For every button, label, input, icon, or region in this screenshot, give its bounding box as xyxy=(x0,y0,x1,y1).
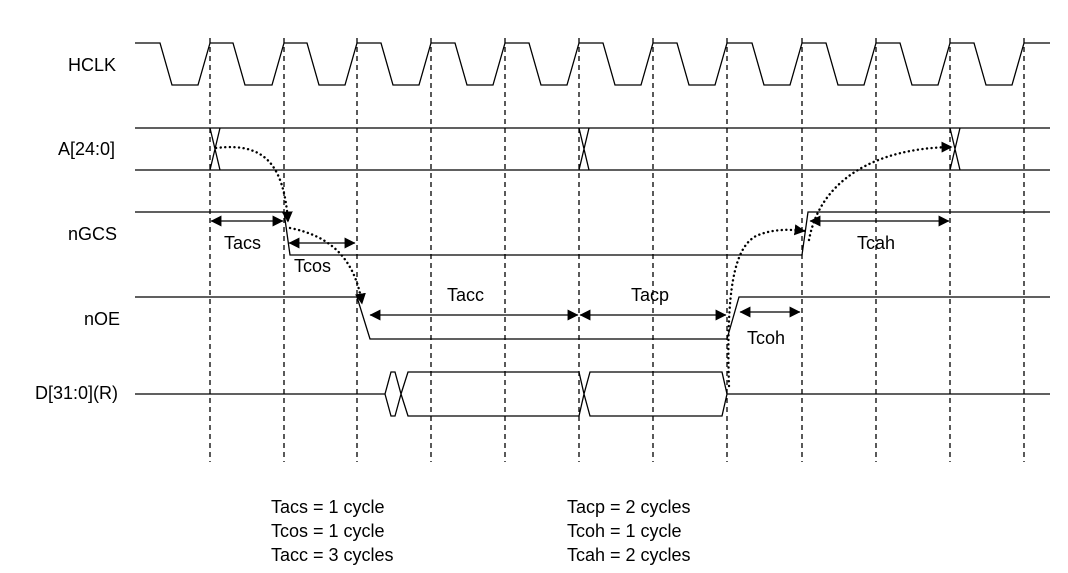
hclk-label: HCLK xyxy=(68,55,116,75)
noe-waveform xyxy=(135,296,1050,340)
ngcs-label: nGCS xyxy=(68,224,117,244)
legend-right-line: Tacp = 2 cycles xyxy=(567,497,691,517)
legend-right-line: Tcoh = 1 cycle xyxy=(567,521,682,541)
timing-arrows xyxy=(210,215,950,321)
dependency-curves xyxy=(214,141,954,388)
legend-left-line: Tacc = 3 cycles xyxy=(271,545,394,565)
tacc-label: Tacc xyxy=(447,285,484,305)
data-label: D[31:0](R) xyxy=(35,383,118,403)
cycle-gridlines xyxy=(209,38,1025,462)
ngcs-waveform xyxy=(135,211,1050,256)
tcah-label: Tcah xyxy=(857,233,895,253)
address-label: A[24:0] xyxy=(58,139,115,159)
legend-left-line: Tcos = 1 cycle xyxy=(271,521,385,541)
tcos-label: Tcos xyxy=(294,256,331,276)
tacs-label: Tacs xyxy=(224,233,261,253)
hclk-waveform xyxy=(135,42,1050,86)
legend-right-line: Tcah = 2 cycles xyxy=(567,545,691,565)
data-bus-waveform xyxy=(135,371,1050,417)
legend-left-line: Tacs = 1 cycle xyxy=(271,497,385,517)
address-bus-waveform xyxy=(135,127,1050,171)
tacp-label: Tacp xyxy=(631,285,669,305)
tcoh-label: Tcoh xyxy=(747,328,785,348)
noe-label: nOE xyxy=(84,309,120,329)
